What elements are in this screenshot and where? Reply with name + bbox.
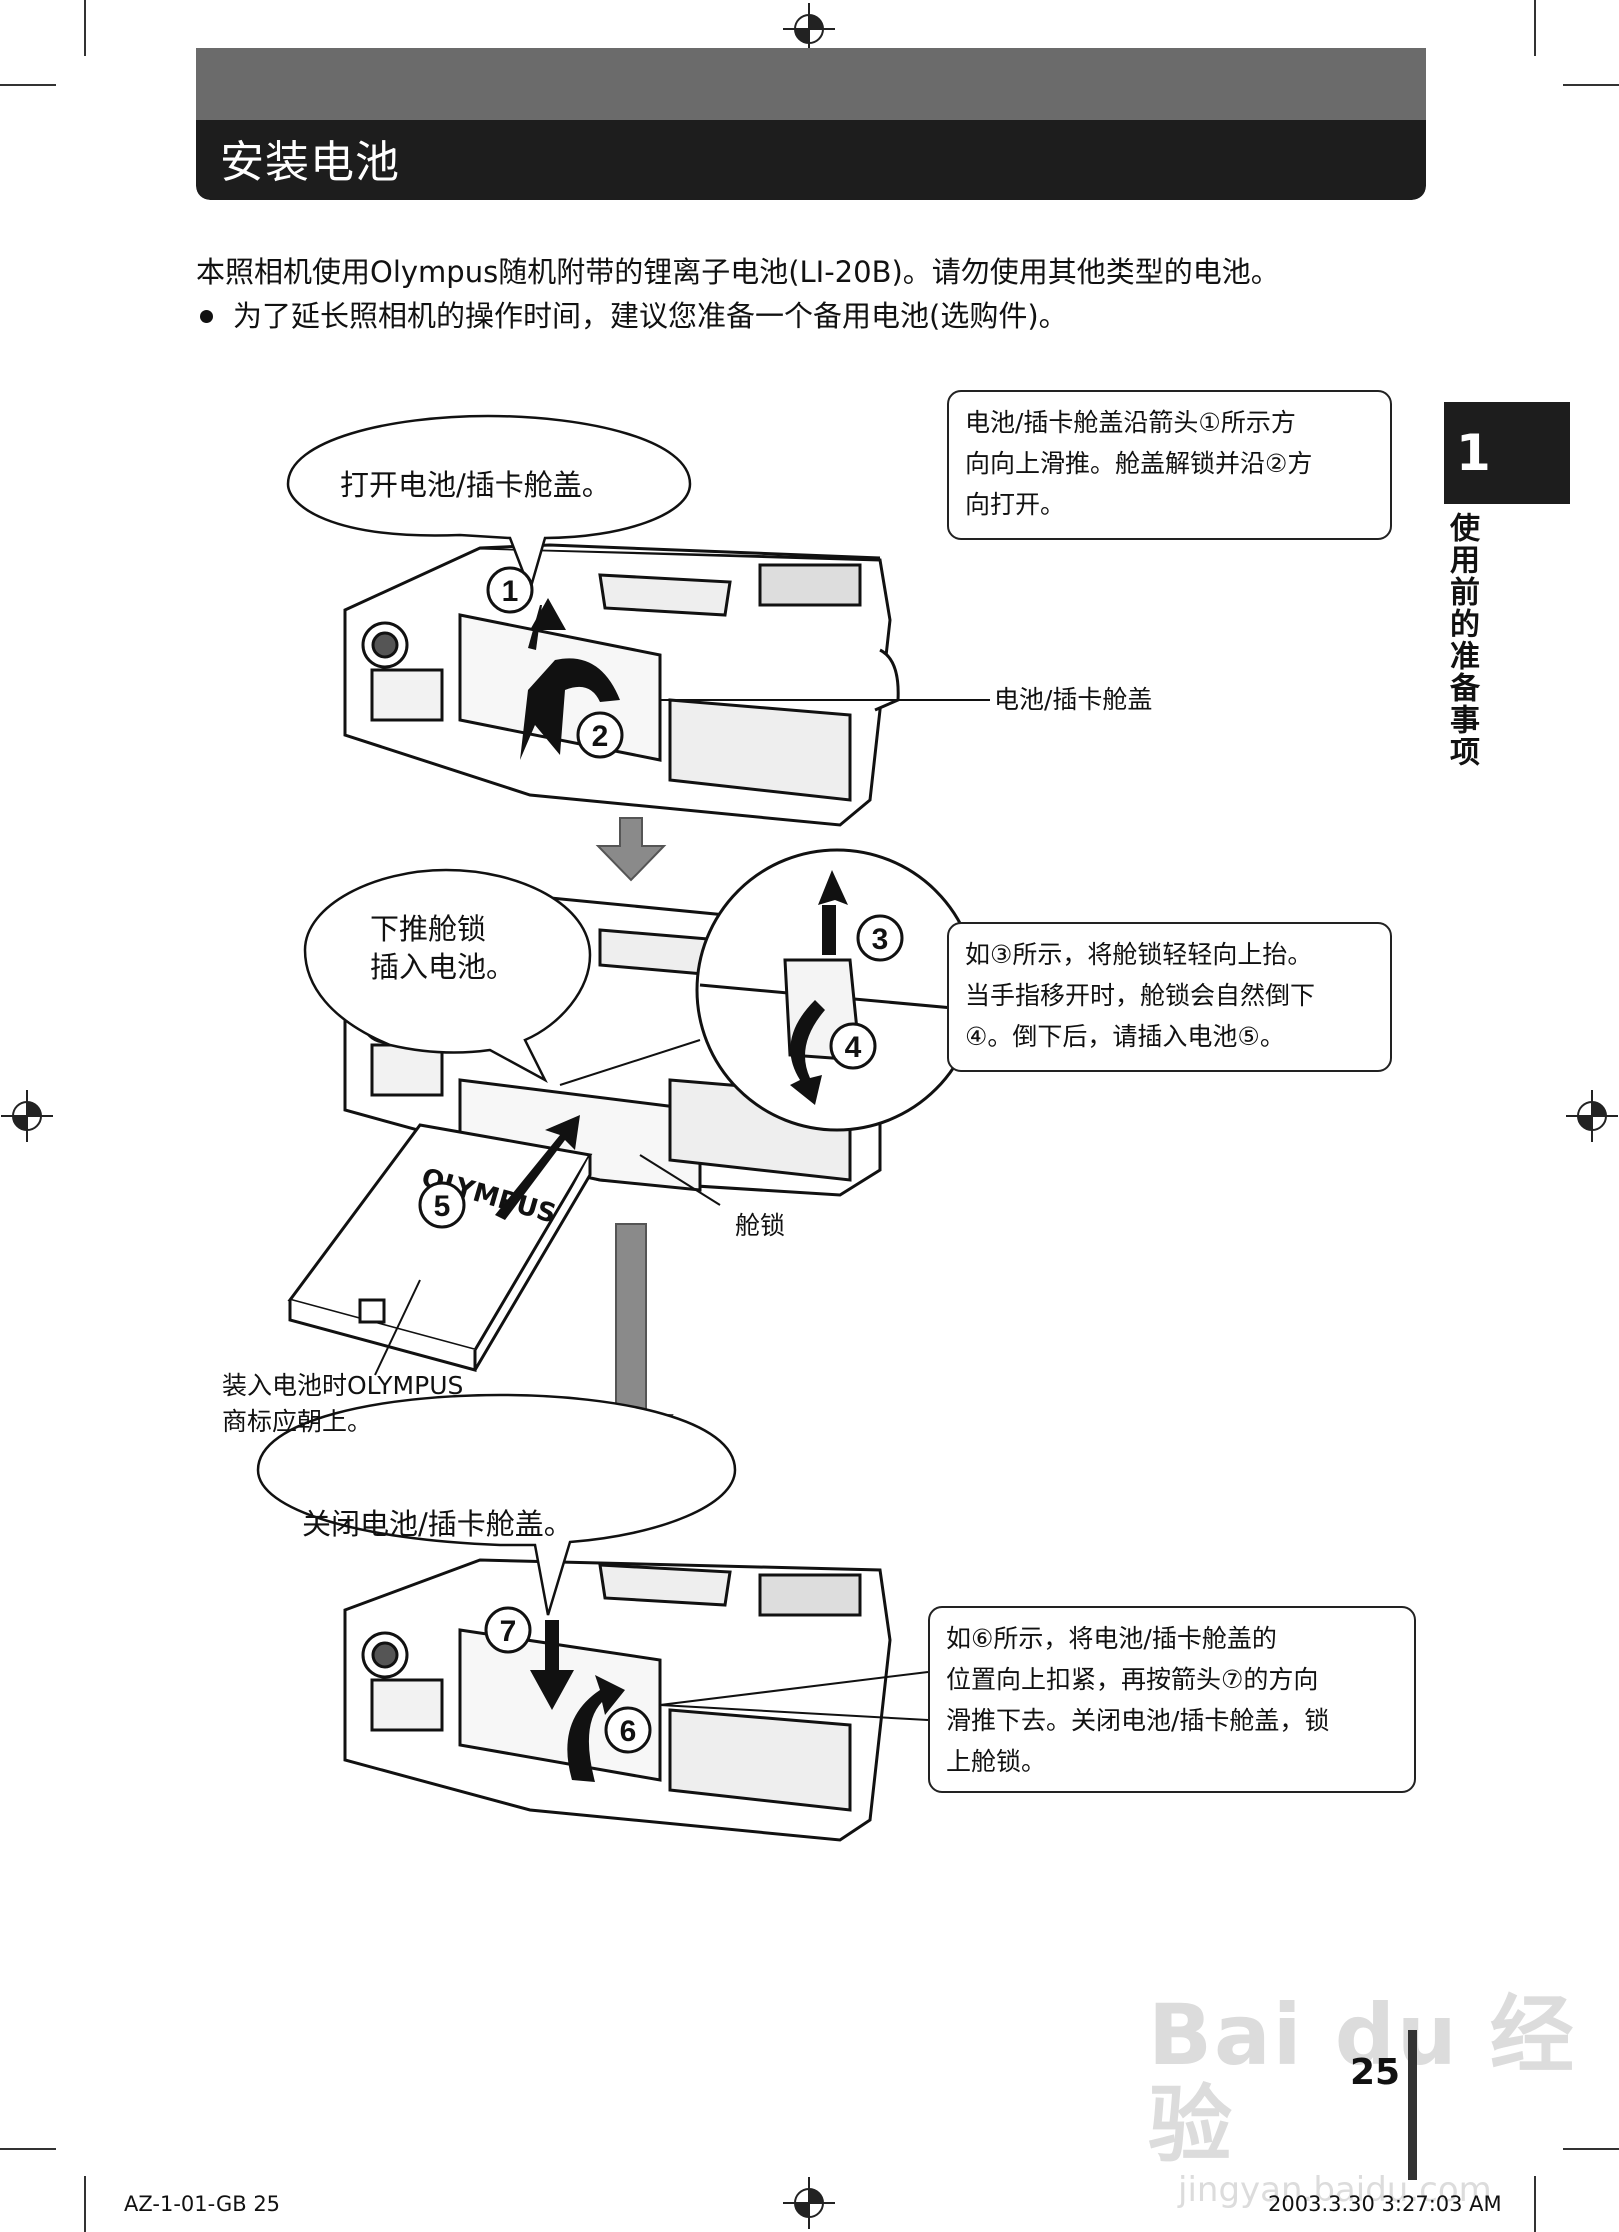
marker-6-label: 6 xyxy=(620,1715,637,1748)
crop-mark xyxy=(84,2176,86,2232)
section-header: 安装电池 xyxy=(196,48,1426,200)
callout-line: 如③所示，将舱锁轻轻向上抬。 xyxy=(965,940,1313,969)
crop-mark xyxy=(84,0,86,56)
callout-step1: 电池/插卡舱盖沿箭头①所示方 向向上滑推。舱盖解锁并沿②方 向打开。 xyxy=(947,390,1392,540)
battery-note-1: 装入电池时OLYMPUS xyxy=(222,1371,464,1400)
callout-line: ④。倒下后，请插入电池⑤。 xyxy=(965,1022,1285,1051)
marker-7-icon xyxy=(484,1606,532,1654)
marker-7-label: 7 xyxy=(500,1615,517,1648)
lock-label: 舱锁 xyxy=(735,1211,786,1240)
callout-line: 上舱锁。 xyxy=(946,1747,1047,1776)
baidu-watermark: Bai du 经验 jingyan.baidu.com xyxy=(1148,1990,1619,2210)
bubble-close-text: 关闭电池/插卡舱盖。 xyxy=(302,1507,573,1541)
marker-5-icon xyxy=(418,1181,466,1229)
marker-1-label: 1 xyxy=(502,575,519,608)
marker-4-label: 4 xyxy=(845,1031,862,1064)
flow-arrow-down-icon xyxy=(595,817,667,882)
callout-step3: 如⑥所示，将电池/插卡舱盖的 位置向上扣紧，再按箭头⑦的方向 滑推下去。关闭电池… xyxy=(928,1606,1416,1793)
marker-5-label: 5 xyxy=(434,1190,451,1223)
intro-line: 本照相机使用Olympus随机附带的锂离子电池(LI-20B)。请勿使用其他类型… xyxy=(196,255,1280,289)
marker-6-icon xyxy=(604,1706,652,1754)
bullet-text: 为了延长照相机的操作时间，建议您准备一个备用电池(选购件)。 xyxy=(233,299,1068,333)
crop-mark xyxy=(1563,2148,1619,2150)
intro-bullet: 为了延长照相机的操作时间，建议您准备一个备用电池(选购件)。 xyxy=(196,294,1280,338)
bubble-open-cover xyxy=(286,414,692,594)
bubble-insert-text-2: 插入电池。 xyxy=(370,950,516,984)
crop-mark xyxy=(1563,84,1619,86)
page-number: 25 xyxy=(1350,2052,1401,2093)
marker-3-label: 3 xyxy=(872,923,889,956)
callout-line: 当手指移开时，舱锁会自然倒下 xyxy=(965,981,1316,1010)
bubble-insert-text-1: 下推舱锁 xyxy=(370,912,487,946)
camera-close-cover xyxy=(343,1558,892,1842)
marker-3-icon xyxy=(856,914,904,962)
intro-text: 本照相机使用Olympus随机附带的锂离子电池(LI-20B)。请勿使用其他类型… xyxy=(196,250,1280,338)
page-title: 安装电池 xyxy=(220,137,400,188)
cover-label: 电池/插卡舱盖 xyxy=(994,685,1153,714)
crop-mark xyxy=(0,2148,56,2150)
chapter-tab: 1 xyxy=(1444,402,1570,504)
page-edge-bar xyxy=(1408,2030,1417,2180)
watermark-sub: jingyan.baidu.com xyxy=(1178,2170,1492,2210)
bubble-open-text: 打开电池/插卡舱盖。 xyxy=(340,468,611,502)
callout-step2: 如③所示，将舱锁轻轻向上抬。 当手指移开时，舱锁会自然倒下 ④。倒下后，请插入电… xyxy=(947,922,1392,1072)
callout-line: 电池/插卡舱盖沿箭头①所示方 xyxy=(965,408,1296,437)
camera-open-cover xyxy=(343,543,900,827)
marker-2-label: 2 xyxy=(592,720,609,753)
callout-line: 位置向上扣紧，再按箭头⑦的方向 xyxy=(946,1665,1319,1694)
callout-line: 滑推下去。关闭电池/插卡舱盖，锁 xyxy=(946,1706,1330,1735)
bullet-icon xyxy=(200,310,213,323)
callout-line: 如⑥所示，将电池/插卡舱盖的 xyxy=(946,1624,1277,1653)
step-markers xyxy=(418,566,904,1754)
bubble-insert-battery xyxy=(303,868,592,1084)
crop-mark xyxy=(1534,2176,1536,2232)
marker-4-icon xyxy=(829,1022,877,1070)
callout-line: 向打开。 xyxy=(965,490,1066,519)
bubble-close-cover xyxy=(256,1393,737,1616)
watermark-main: Bai du 经验 xyxy=(1148,1986,1576,2174)
crop-mark xyxy=(0,84,56,86)
marker-2-icon xyxy=(576,711,624,759)
chapter-title: 使用前的准备事项 xyxy=(1444,512,1479,768)
battery-note-2: 商标应朝上。 xyxy=(222,1407,373,1436)
crop-mark xyxy=(1534,0,1536,56)
footer-right: 2003.3.30 3:27:03 AM xyxy=(1268,2192,1502,2216)
callout-line: 向向上滑推。舱盖解锁并沿②方 xyxy=(965,449,1313,478)
footer-left: AZ-1-01-GB 25 xyxy=(124,2192,281,2216)
battery-icon xyxy=(287,1123,593,1372)
marker-1-icon xyxy=(486,566,534,614)
